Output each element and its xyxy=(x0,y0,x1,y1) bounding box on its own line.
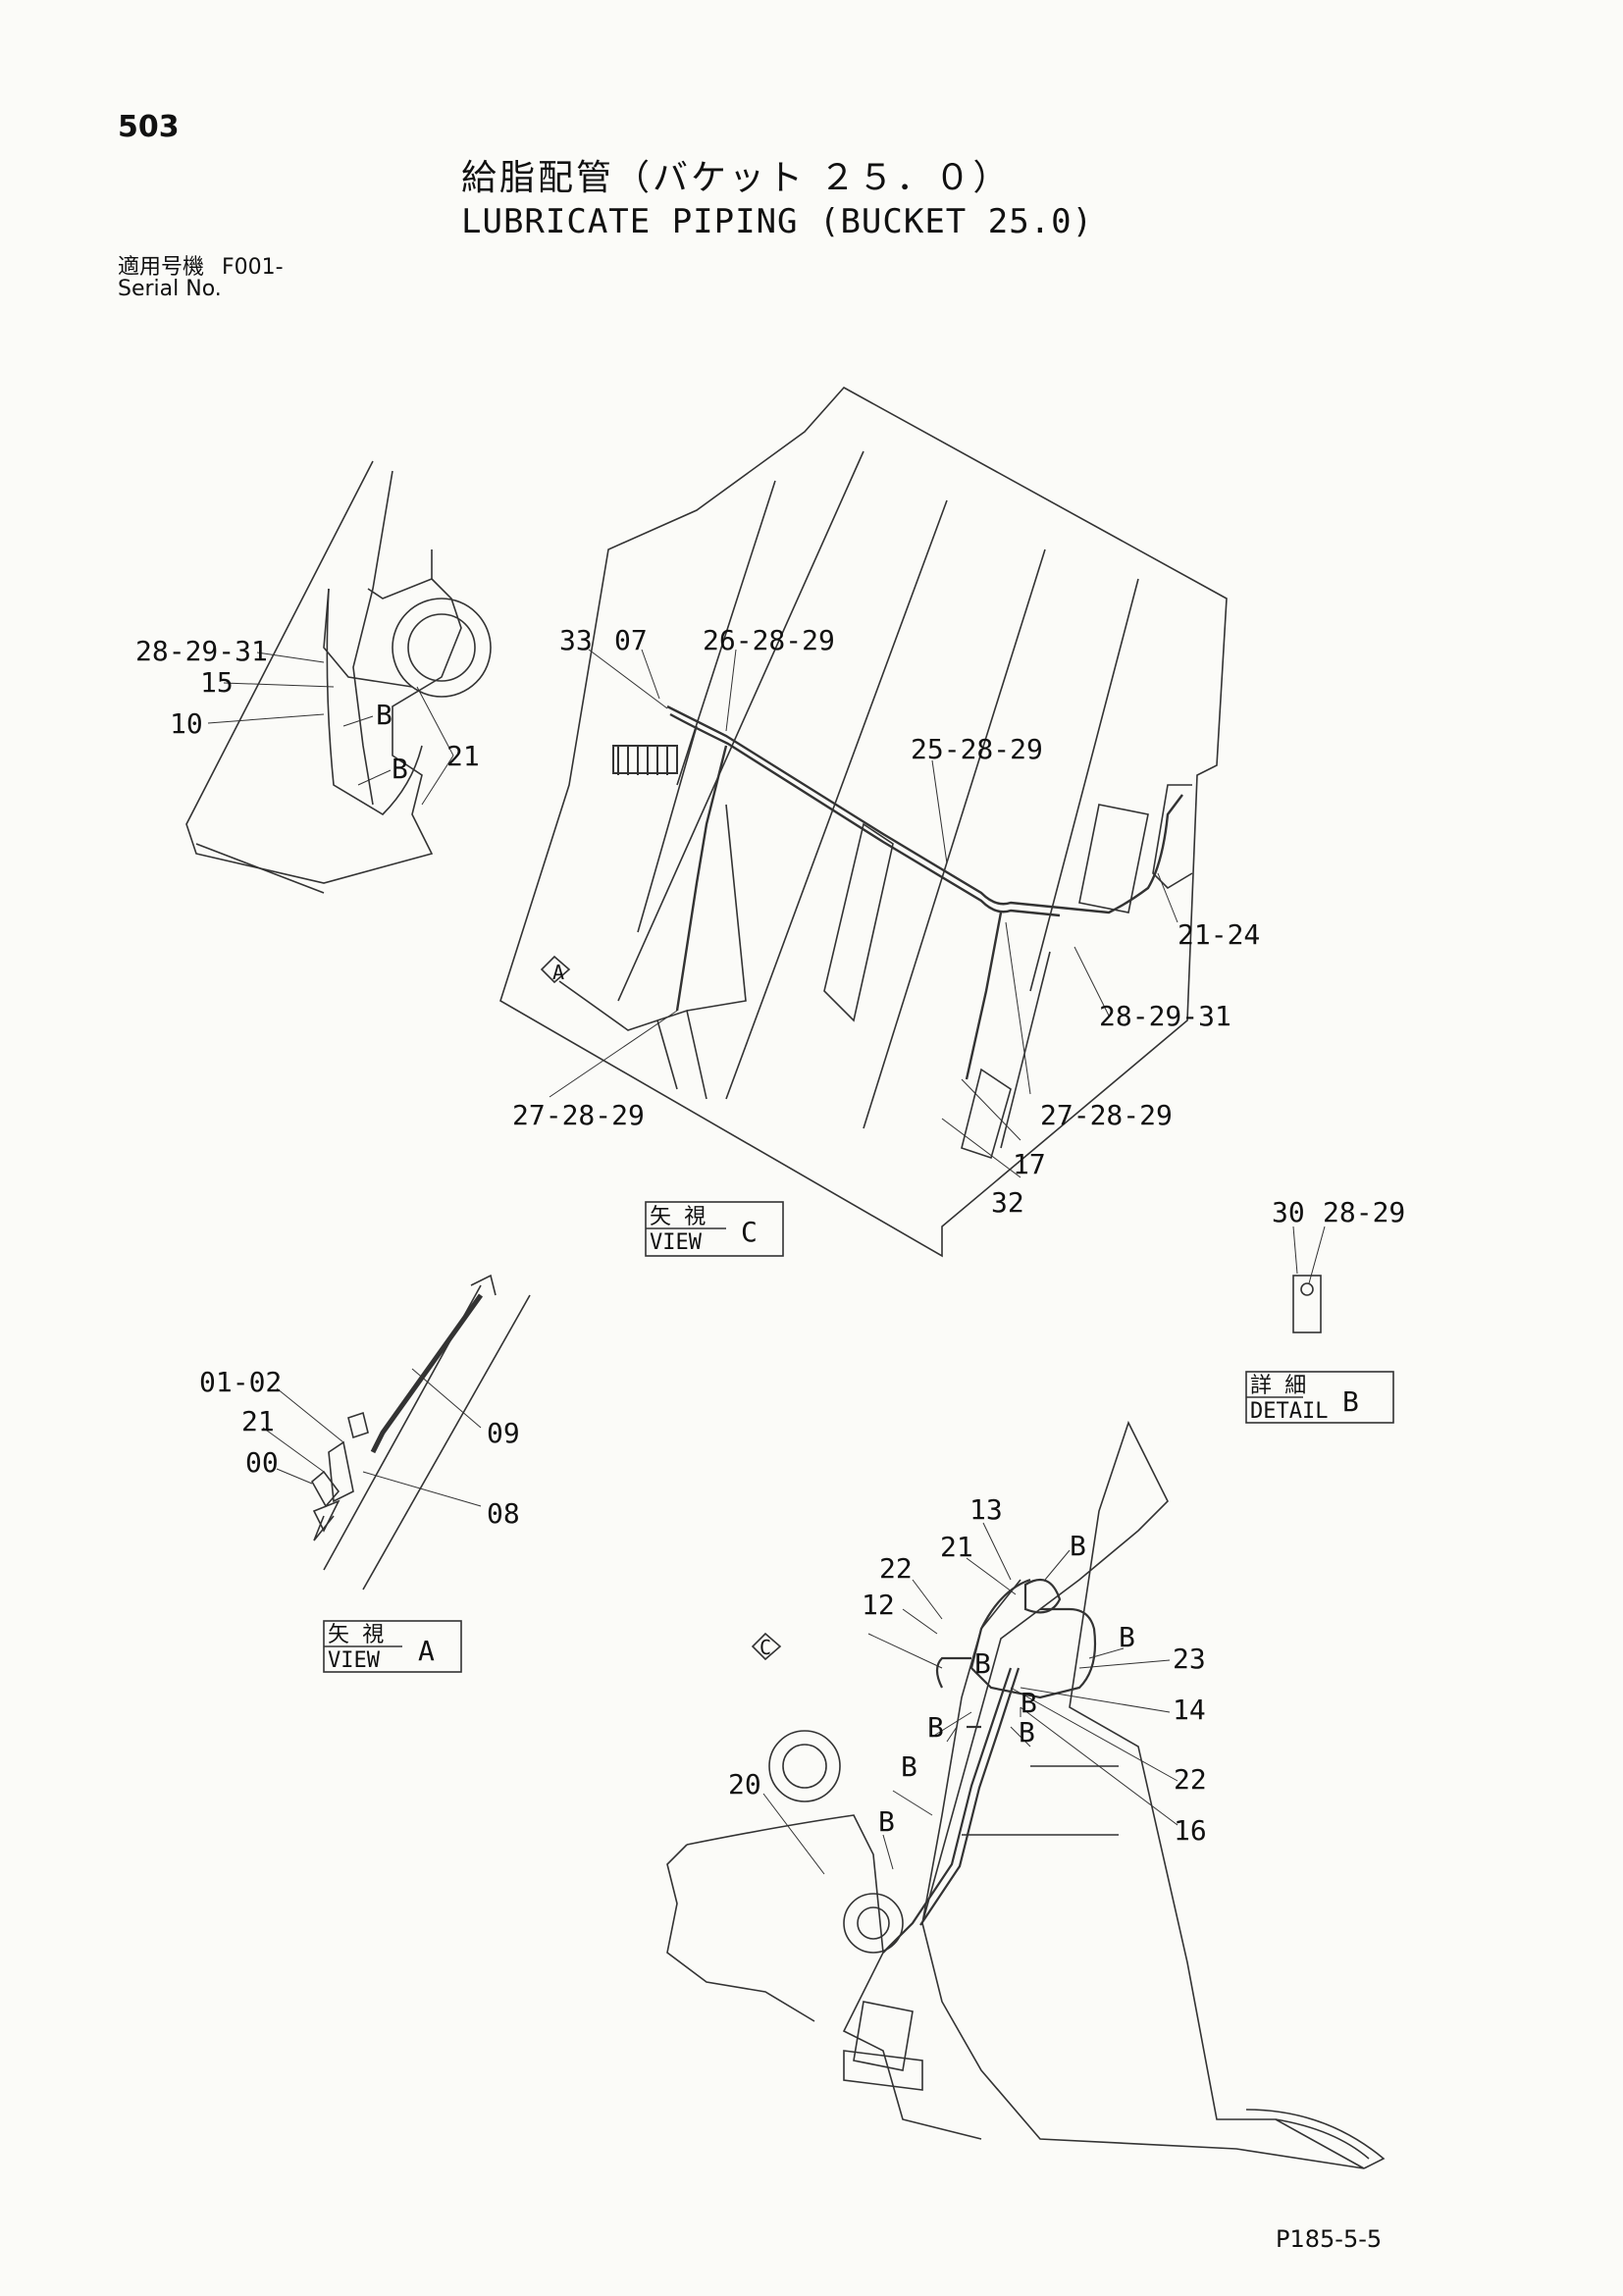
view-c-caption-box xyxy=(645,1201,784,1257)
view-marker-letter: C xyxy=(759,1636,771,1659)
callout-label: 32 xyxy=(991,1186,1024,1219)
callout-label: 15 xyxy=(200,666,234,699)
caption-ja: 矢 視 xyxy=(650,1205,706,1229)
callout-label: B xyxy=(1070,1530,1086,1562)
callout-label: 21 xyxy=(940,1531,973,1563)
view-c-grease-block xyxy=(612,745,678,775)
main-view-callouts: 13 21 22 12 B B B 23 14 B B B 22 16 20 B… xyxy=(728,1493,1207,1847)
callout-label: B xyxy=(1019,1716,1035,1748)
main-view-leaders xyxy=(762,1522,1178,1875)
callout-label: 00 xyxy=(245,1446,279,1479)
callout-label: 30 xyxy=(1272,1196,1305,1228)
caption-letter: B xyxy=(1342,1385,1359,1418)
view-a-leaders xyxy=(262,1368,482,1507)
callout-label: 21 xyxy=(241,1405,275,1437)
callout-label: B xyxy=(927,1711,944,1744)
callout-label: B xyxy=(1119,1621,1135,1653)
drawing-code: P185-5-5 xyxy=(1276,2225,1383,2253)
callout-label: 28-29 xyxy=(1323,1196,1405,1228)
callout-label: 07 xyxy=(614,624,648,656)
callout-label: B xyxy=(974,1647,991,1680)
serial-value: F001- xyxy=(222,255,284,280)
callout-label: 25-28-29 xyxy=(911,733,1043,765)
callout-label: B xyxy=(392,753,408,785)
caption-en: DETAIL xyxy=(1250,1399,1328,1424)
callout-label: 27-28-29 xyxy=(512,1099,645,1131)
callout-label: 22 xyxy=(879,1552,913,1585)
callout-label: 14 xyxy=(1173,1694,1206,1726)
caption-letter: A xyxy=(418,1635,435,1667)
callout-label: 22 xyxy=(1174,1763,1207,1796)
callout-label: B xyxy=(376,699,393,731)
view-a-drawing xyxy=(310,1274,531,1673)
caption-ja: 詳 細 xyxy=(1250,1374,1306,1398)
title-japanese: 給脂配管（バケット ２５．０） xyxy=(461,158,1012,198)
view-c-callouts: 33 07 26-28-29 25-28-29 21-24 28-29-31 2… xyxy=(512,624,1260,1219)
callout-label: B xyxy=(901,1750,917,1783)
caption-letter: C xyxy=(741,1216,758,1248)
caption-ja: 矢 視 xyxy=(328,1623,384,1647)
serial-block: 適用号機 F001- Serial No. xyxy=(118,257,284,300)
left-view-callouts: 28-29-31 15 10 B B 21 xyxy=(135,635,480,785)
callout-label: 26-28-29 xyxy=(703,624,835,656)
callout-label: 28-29-31 xyxy=(1099,1000,1231,1032)
callout-label: 17 xyxy=(1013,1148,1046,1180)
serial-label-en: Serial No. xyxy=(118,277,222,301)
left-view-structure xyxy=(185,460,492,894)
callout-label: 21-24 xyxy=(1178,918,1260,951)
callout-label: 01-02 xyxy=(199,1366,282,1398)
serial-line-ja: 適用号機 F001- xyxy=(118,257,284,279)
callout-label: 13 xyxy=(969,1493,1003,1526)
detail-b-drawing xyxy=(1245,1226,1394,1424)
serial-label-ja: 適用号機 xyxy=(118,255,205,280)
main-view-marker-c xyxy=(751,1632,782,1661)
main-view-structure xyxy=(666,1420,1386,2169)
view-c-piping xyxy=(666,704,1183,1080)
callout-label: 21 xyxy=(446,740,480,772)
caption-en: VIEW xyxy=(328,1648,381,1673)
callout-label: B xyxy=(878,1805,895,1838)
view-a-labels: 01-02 21 00 09 08 矢 視 VIEW A xyxy=(199,1366,520,1673)
callout-label: 23 xyxy=(1173,1643,1206,1675)
callout-label: B xyxy=(1021,1687,1037,1719)
callout-label: 12 xyxy=(862,1589,895,1621)
callout-label: 28-29-31 xyxy=(135,635,268,667)
callout-label: 27-28-29 xyxy=(1040,1099,1173,1131)
callout-label: 33 xyxy=(559,624,593,656)
left-view-leaders xyxy=(207,652,454,806)
callout-label: 08 xyxy=(487,1497,520,1530)
view-c-caption: 矢 視 VIEW C xyxy=(650,1205,758,1255)
callout-label: 09 xyxy=(487,1417,520,1449)
callout-label: 10 xyxy=(170,707,203,740)
caption-en: VIEW xyxy=(650,1230,703,1255)
view-c-structure xyxy=(499,386,1228,1258)
detail-b-labels: 30 28-29 詳 細 DETAIL B xyxy=(1250,1196,1405,1424)
view-marker-letter: A xyxy=(552,961,564,984)
main-view-piping xyxy=(882,1578,1097,1954)
view-c-marker-a xyxy=(540,955,571,984)
page-number: 503 xyxy=(118,110,180,144)
view-c-leaders xyxy=(549,649,1178,1178)
title-english: LUBRICATE PIPING (BUCKET 25.0) xyxy=(461,202,1094,241)
callout-label: 16 xyxy=(1174,1814,1207,1847)
callout-label: 20 xyxy=(728,1768,761,1800)
